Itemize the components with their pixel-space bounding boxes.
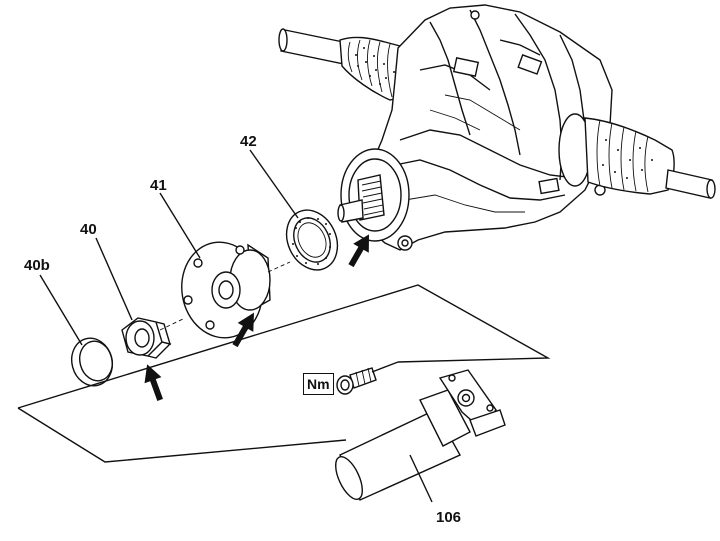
leader-42 — [249, 149, 299, 219]
leader-40b — [39, 274, 83, 346]
assembly-bracket — [17, 284, 551, 463]
label-106: 106 — [436, 509, 462, 526]
leader-bolt — [371, 361, 399, 373]
label-41: 41 — [150, 177, 167, 194]
seal-ring-42 — [285, 209, 339, 271]
leader-41 — [159, 192, 201, 259]
right-axle-shaft — [665, 169, 716, 199]
right-output-boot — [558, 113, 675, 195]
label-40: 40 — [80, 221, 97, 238]
torque-symbol: Nm — [303, 373, 334, 395]
differential-housing — [359, 4, 613, 251]
companion-flange-41 — [181, 241, 271, 339]
hex-nut-40 — [121, 317, 172, 359]
arrow-flange — [232, 312, 254, 348]
label-40b: 40b — [24, 257, 50, 274]
left-axle-shaft — [278, 28, 349, 65]
arrow-pinion — [348, 234, 369, 268]
arrow-nut — [144, 364, 163, 401]
label-42: 42 — [240, 133, 257, 150]
lock-ring-40b — [71, 337, 113, 387]
leader-40 — [95, 237, 133, 321]
pinion-flange — [337, 148, 410, 242]
propeller-shaft-106 — [335, 369, 506, 501]
leader-106 — [409, 454, 433, 503]
flange-bolt — [336, 367, 377, 395]
left-cv-boot — [339, 36, 411, 101]
